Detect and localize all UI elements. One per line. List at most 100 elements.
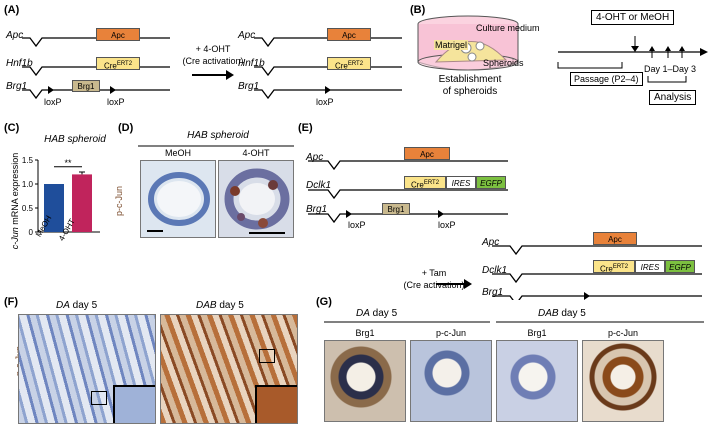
- e-box-apc: Apc: [404, 147, 450, 160]
- e-gene-apc-r: Apc: [482, 237, 500, 248]
- panel-b-diagram: [417, 15, 708, 83]
- panel-label-c: (C): [4, 122, 20, 134]
- g-dab-italic: DAB: [538, 308, 559, 319]
- e-loxp-1: loxP: [348, 220, 366, 230]
- g-col-2: p-c-Jun: [435, 328, 466, 338]
- a-loxp-2: loxP: [107, 97, 125, 107]
- a-box-apc-r: Apc: [327, 28, 371, 41]
- d-ylabel: p-c-Jun: [114, 185, 125, 217]
- c-ytick-label: 1.0: [22, 180, 34, 189]
- e-box-ires: IRES: [446, 176, 476, 189]
- e-box-brg1: Brg1: [382, 203, 410, 215]
- e-gene-brg1-r: Brg1: [482, 287, 504, 298]
- e-loxp-2: loxP: [438, 220, 456, 230]
- f-dab-inset: [255, 385, 297, 423]
- e-box-cre: CreERT2: [404, 176, 446, 190]
- g-da-day: day 5: [369, 308, 398, 319]
- f-title-dab: DAB day 5: [196, 300, 244, 311]
- panel-label-e: (E): [298, 122, 313, 134]
- d-col-meoh: MeOH: [164, 148, 191, 158]
- e-arrow-text-2: (Cre activation): [403, 280, 465, 290]
- a-box-apc: Apc: [96, 28, 140, 41]
- e-gene-apc: Apc: [306, 152, 324, 163]
- g-col-1: Brg1: [355, 328, 375, 338]
- a-gene-apc-r: Apc: [238, 30, 256, 41]
- a-loxp-1: loxP: [44, 97, 62, 107]
- g-title-dab: DAB day 5: [538, 308, 586, 319]
- e-cre-sup: ERT2: [423, 180, 440, 186]
- c-bar-chart: 0 0.5 1.0 1.5 **: [22, 156, 100, 237]
- g-da-italic: DA: [356, 308, 370, 319]
- c-sig-label: **: [64, 158, 72, 168]
- g-col-3: Brg1: [527, 328, 547, 338]
- g-image-da-pcjun: [410, 340, 492, 422]
- d-col-4oht: 4-OHT: [242, 148, 270, 158]
- f-da-italic: DA: [56, 300, 70, 311]
- panel-a-lines: [22, 37, 402, 100]
- d-image-4oht: [218, 160, 294, 238]
- a-gene-hnf1b: Hnf1b: [6, 58, 33, 69]
- e-box-egfp: EGFP: [476, 176, 506, 189]
- panel-label-f: (F): [4, 296, 19, 308]
- g-dab-day: day 5: [558, 308, 586, 319]
- a-gene-apc: Apc: [6, 30, 24, 41]
- f-title-da: DA day 5: [56, 300, 97, 311]
- d-header-line: [138, 145, 294, 147]
- b-establishment-1: Establishment: [438, 74, 502, 85]
- panel-label-a: (A): [4, 4, 20, 16]
- d-4oht-spheroid: [224, 168, 290, 234]
- e-cre-text: Cre: [410, 180, 424, 190]
- c-ytick-label: 0.5: [22, 204, 34, 213]
- b-days: Day 1–Day 3: [644, 64, 697, 74]
- g-col-4: p-c-Jun: [607, 328, 638, 338]
- e-gene-dclk1: Dclk1: [306, 180, 332, 191]
- b-passage-box: Passage (P2–4): [570, 72, 643, 86]
- c-bar-4oht: [72, 174, 92, 232]
- c-title: HAB spheroid: [44, 134, 106, 145]
- panel-label-g: (G): [316, 296, 332, 308]
- e-arrow-text-1: + Tam: [421, 268, 447, 278]
- a-cre-sup: ERT2: [116, 61, 133, 67]
- b-spheroids: Spheroids: [483, 58, 524, 68]
- g-image-da-brg1: [324, 340, 406, 422]
- a-gene-hnf1b-r: Hnf1b: [238, 58, 265, 69]
- a-arrow-text-1: + 4-OHT: [195, 44, 231, 54]
- f-da-day: day 5: [69, 300, 98, 311]
- e-box-cre-r: CreERT2: [593, 260, 635, 274]
- c-bar-meoh: [44, 184, 64, 232]
- g-header-lines: [324, 321, 704, 323]
- panel-label-b: (B): [410, 4, 426, 16]
- a-loxp-r: loxP: [316, 97, 334, 107]
- a-box-cre-r: CreERT2: [327, 57, 371, 71]
- e-gene-brg1: Brg1: [306, 204, 328, 215]
- g-image-dab-brg1: [496, 340, 578, 422]
- a-gene-brg1: Brg1: [6, 81, 28, 92]
- b-establishment-2: of spheroids: [442, 86, 498, 97]
- f-dab-day: day 5: [216, 300, 244, 311]
- g-image-dab-pcjun: [582, 340, 664, 422]
- e-box-egfp-r: EGFP: [665, 260, 695, 273]
- a-cre-sup-r: ERT2: [347, 61, 364, 67]
- e-gene-dclk1-r: Dclk1: [482, 265, 508, 276]
- e-cre-sup-r: ERT2: [612, 264, 629, 270]
- e-box-ires-r: IRES: [635, 260, 665, 273]
- g-title-da: DA day 5: [356, 308, 397, 319]
- b-analysis-box: Analysis: [649, 90, 697, 105]
- a-gene-brg1-r: Brg1: [238, 81, 260, 92]
- a-arrow-text-2: (Cre activation): [182, 56, 244, 66]
- f-da-roi-box: [91, 391, 107, 405]
- b-culture-medium: Culture medium: [476, 23, 540, 33]
- panel-label-d: (D): [118, 122, 134, 134]
- f-dab-roi-box: [259, 349, 275, 363]
- a-cre-text: Cre: [103, 61, 117, 71]
- a-cre-text-r: Cre: [334, 61, 348, 71]
- e-cre-text-r: Cre: [599, 264, 613, 274]
- f-image-da: [18, 314, 156, 424]
- a-box-brg1: Brg1: [72, 80, 100, 92]
- c-ytick-label: 1.5: [22, 156, 34, 165]
- c-ytick-label: 0: [29, 228, 34, 237]
- d-title: HAB spheroid: [187, 130, 249, 141]
- f-image-dab: [160, 314, 298, 424]
- d-meoh-spheroid: [147, 172, 210, 232]
- d-image-meoh: [140, 160, 216, 238]
